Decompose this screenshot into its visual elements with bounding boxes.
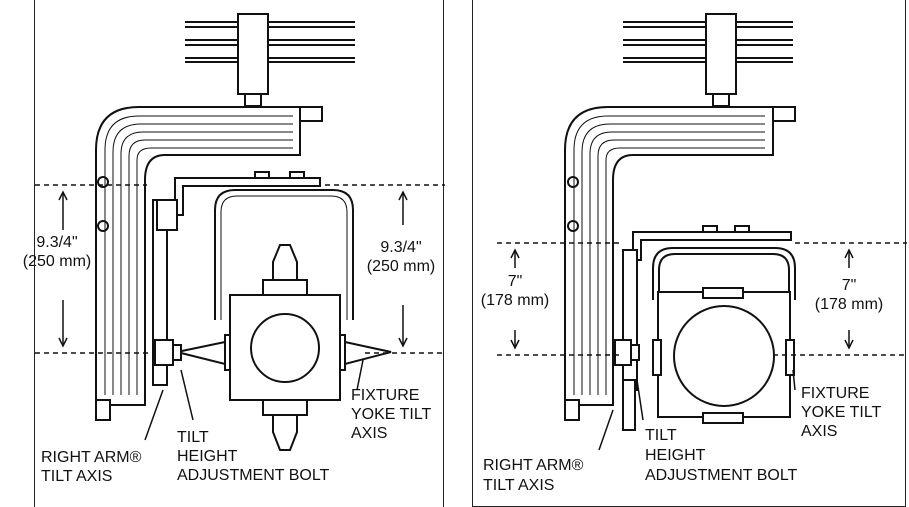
dimension-left-value: 9.3/4" [36, 234, 78, 251]
mounting-pipe [185, 21, 355, 63]
tilt-label-l3: ADJUSTMENT BOLT [645, 467, 798, 484]
fixture-label-l3: AXIS [801, 423, 838, 440]
right-arm-tilt-axis-label-l1: RIGHT ARM® [41, 449, 142, 466]
fixture-drawing-left [35, 13, 445, 451]
fixture-yoke [214, 189, 354, 320]
dimension-right-value: 9.3/4" [380, 239, 422, 256]
dimension-left-metric: (178 mm) [480, 292, 550, 309]
dimension-right-value: 7" [841, 277, 857, 294]
tilt-label-l2: HEIGHT [645, 447, 706, 464]
right-arm-tilt-axis-label-l2: TILT AXIS [483, 477, 555, 494]
fixture-yoke [652, 247, 796, 300]
diagram-panel-left: 9.3/4" (250 mm) 9.3/4" (250 mm) RIGHT AR… [23, 0, 445, 507]
clamp-body [237, 13, 269, 95]
tilt-label-l2: HEIGHT [177, 448, 238, 465]
dimension-right-metric: (178 mm) [814, 296, 884, 313]
fixture-label-l1: FIXTURE [351, 387, 420, 404]
fixture-drawing-right [497, 13, 907, 451]
tilt-label-l1: TILT [645, 427, 677, 444]
fixture-label-l1: FIXTURE [801, 385, 870, 402]
tilt-label-l3: ADJUSTMENT BOLT [177, 467, 330, 484]
tilt-label-l1: TILT [177, 429, 209, 446]
fixture-label-l2: YOKE TILT [351, 406, 432, 423]
dimension-right-metric: (250 mm) [366, 258, 436, 275]
fixture-label-l3: AXIS [351, 425, 388, 442]
right-arm-tilt-axis-label-l2: TILT AXIS [41, 468, 113, 485]
fixture-label-l2: YOKE TILT [801, 404, 882, 421]
tilt-arm [622, 249, 638, 391]
right-arm-bracket [564, 106, 774, 406]
dimension-left-value: 7" [507, 273, 523, 290]
right-arm-tilt-axis-label-l1: RIGHT ARM® [483, 457, 584, 474]
diagram-panel-right: 7" (178 mm) 7" (178 mm) RIGHT ARM® TILT … [472, 0, 907, 507]
dimension-left-metric: (250 mm) [22, 253, 92, 270]
